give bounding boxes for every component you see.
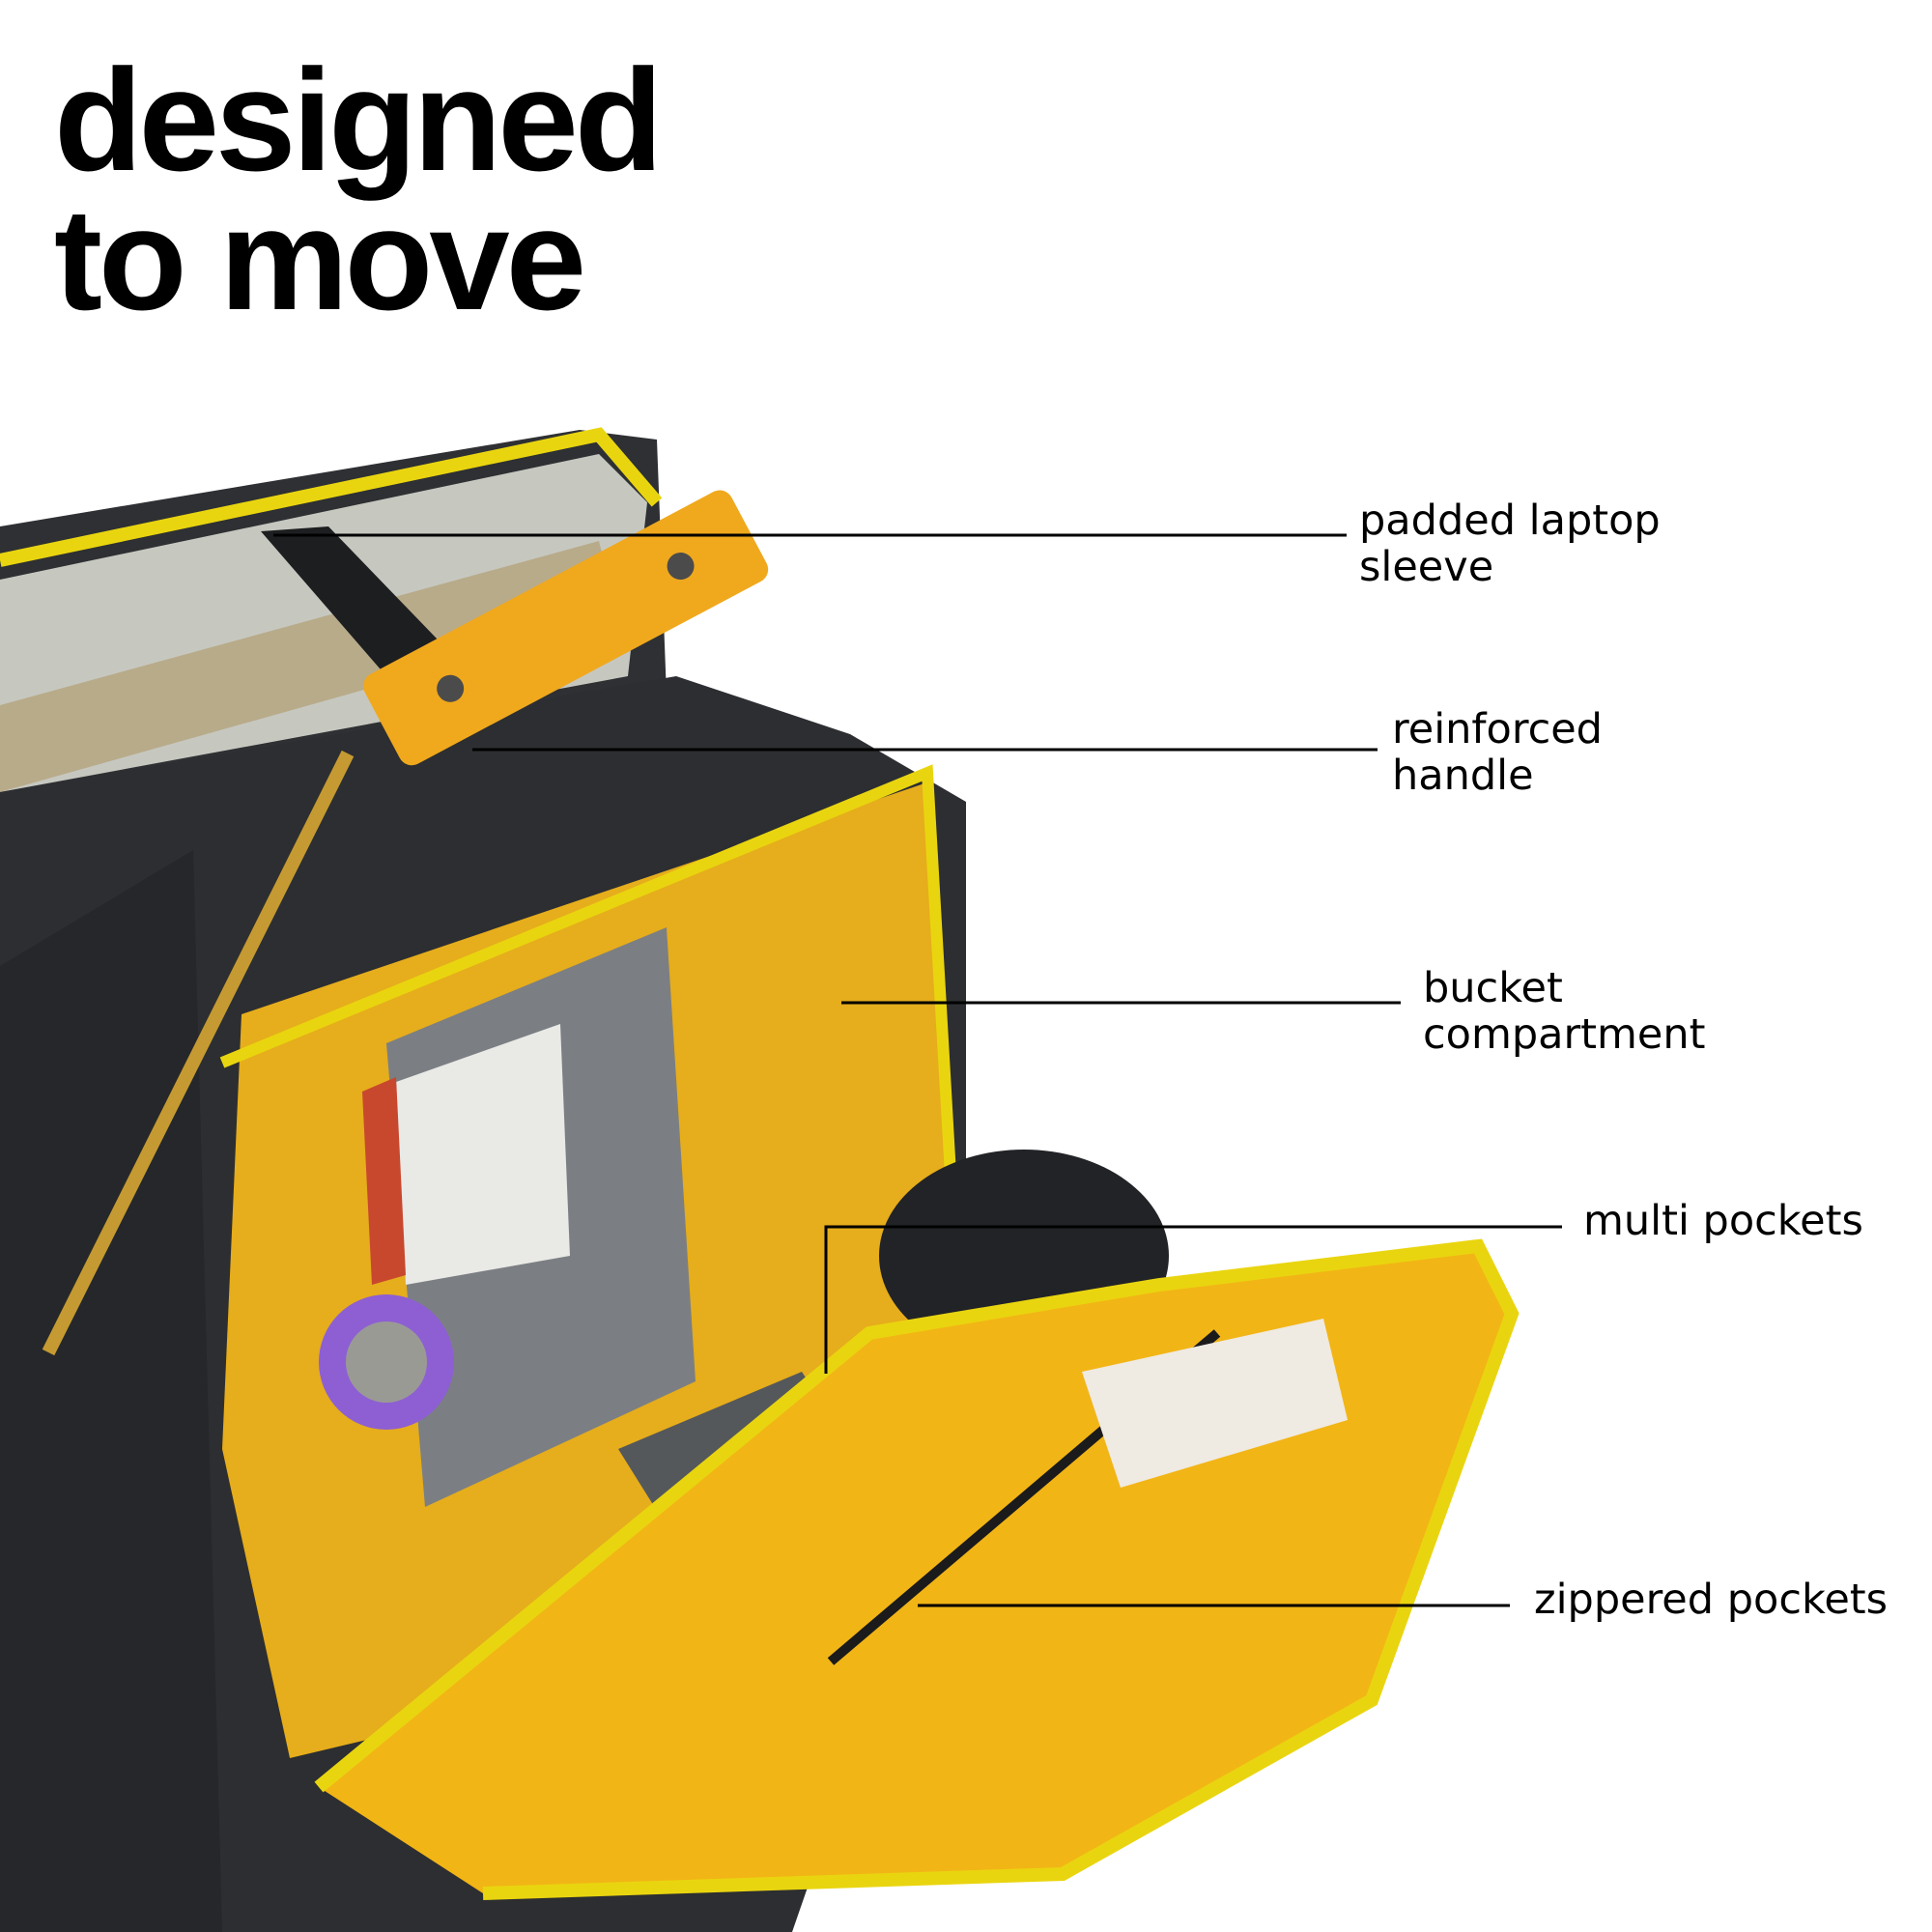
laptop-compartment-zipper-trim [0, 427, 663, 567]
headline: designed to move [54, 39, 663, 340]
red-book [362, 1077, 406, 1285]
handle-rivet [667, 553, 695, 581]
callout-text: reinforced [1392, 705, 1603, 753]
callout-bucket-compartment: bucket compartment [1423, 965, 1705, 1058]
reinforced-handle [363, 490, 769, 766]
callout-text: sleeve [1359, 543, 1494, 591]
callout-text: padded laptop [1359, 497, 1661, 545]
sleeve-strap [261, 526, 464, 676]
callout-text: compartment [1423, 1010, 1706, 1059]
callout-text: zippered pockets [1534, 1576, 1889, 1624]
laptop [0, 541, 618, 792]
fan-hub [346, 1321, 427, 1403]
book-cover-label [396, 1024, 570, 1285]
callout-zippered-pockets: zippered pockets [1534, 1577, 1888, 1623]
callout-line-multi-pockets [824, 1225, 1562, 1374]
postcard [1082, 1319, 1348, 1488]
callout-text: bucket [1423, 964, 1563, 1012]
headline-line-2: to move [54, 178, 586, 340]
callout-reinforced-handle: reinforced handle [1392, 706, 1603, 799]
headline-line-1: designed [54, 39, 663, 201]
front-flap-zipper-trim [314, 1238, 1520, 1900]
bucket-zipper-trim [219, 764, 962, 1276]
callout-multi-pockets: multi pockets [1583, 1198, 1863, 1244]
side-stripe [42, 750, 355, 1356]
callout-text: handle [1392, 752, 1534, 800]
callout-text: multi pockets [1583, 1197, 1863, 1245]
callout-padded-laptop-sleeve: padded laptop sleeve [1359, 497, 1661, 590]
backpack-side-panel [0, 850, 222, 1932]
handle-rivet [437, 674, 465, 702]
handle-group [363, 490, 769, 766]
